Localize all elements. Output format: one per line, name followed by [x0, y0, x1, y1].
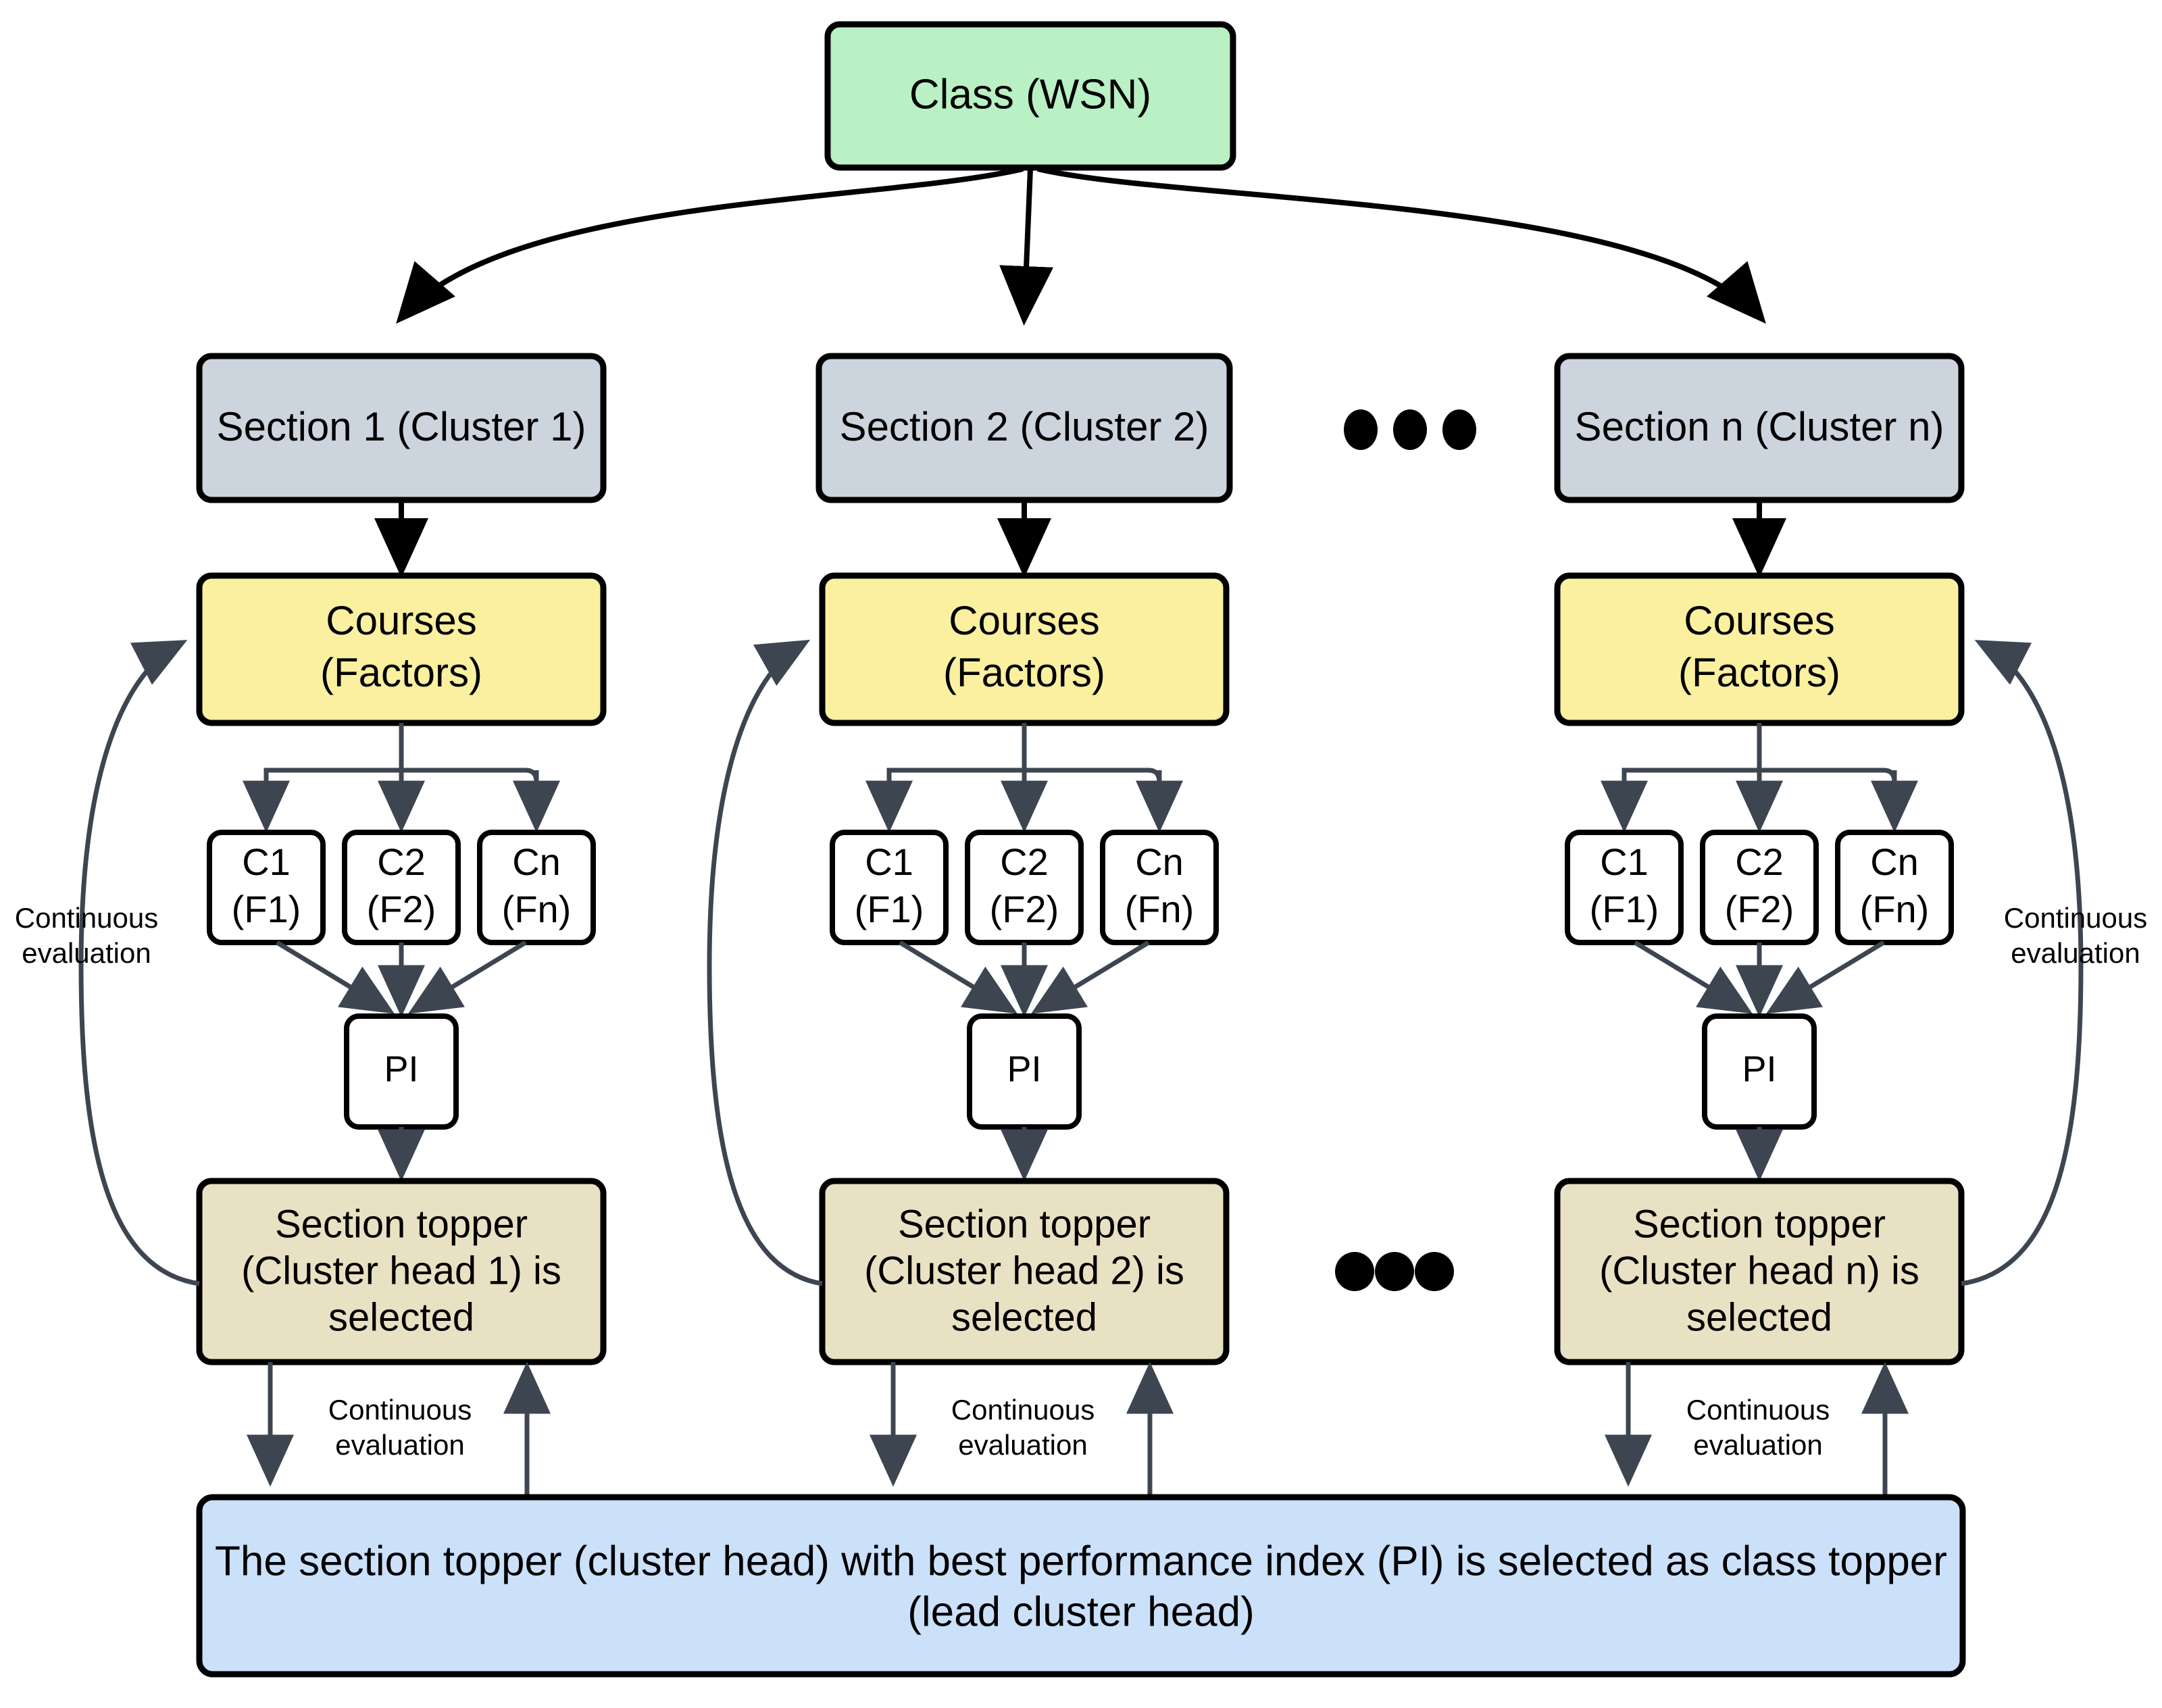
label-continuous-evaluation-bottom-coln-line2: evaluation [1693, 1429, 1822, 1461]
node-pi-col2-label: PI [1007, 1049, 1041, 1089]
node-factor-cn-col2-line1: Cn [1135, 840, 1184, 883]
node-factor-c2-col1-line2: (F2) [367, 888, 436, 930]
node-final-class-topper-line1: The section topper (cluster head) with b… [215, 1538, 1947, 1584]
node-factor-c1-coln[interactable]: C1 (F1) [1565, 830, 1684, 945]
node-section-topper-1-line1: Section topper [275, 1202, 528, 1246]
node-section-2-label: Section 2 (Cluster 2) [840, 404, 1209, 449]
node-section-topper-1[interactable]: Section topper (Cluster head 1) is selec… [196, 1178, 607, 1365]
node-courses-1-label-line1: Courses [326, 598, 476, 643]
node-pi-coln[interactable]: PI [1702, 1013, 1817, 1130]
node-factor-c1-col2-line2: (F1) [855, 888, 924, 930]
node-factor-c2-col2[interactable]: C2 (F2) [965, 830, 1084, 945]
node-final-class-topper-line2: (lead cluster head) [907, 1588, 1255, 1635]
node-section-topper-n-line1: Section topper [1633, 1202, 1886, 1246]
edge-courses-2-fanout [865, 723, 1183, 833]
node-factor-cn-col2-line2: (Fn) [1125, 888, 1195, 930]
node-section-topper-1-line3: selected [328, 1295, 474, 1339]
label-continuous-evaluation-side-coln-line2: evaluation [2011, 937, 2140, 969]
label-continuous-evaluation-side-col1-line1: Continuous [15, 902, 158, 934]
node-section-topper-n[interactable]: Section topper (Cluster head n) is selec… [1554, 1178, 1965, 1365]
node-section-n-label: Section n (Cluster n) [1575, 404, 1944, 449]
node-section-topper-2[interactable]: Section topper (Cluster head 2) is selec… [819, 1178, 1230, 1365]
node-factor-c1-col2[interactable]: C1 (F1) [830, 830, 949, 945]
label-continuous-evaluation-side-col1: Continuous evaluation [15, 902, 158, 969]
label-continuous-evaluation-side-col1-line2: evaluation [22, 937, 151, 969]
node-final-class-topper[interactable]: The section topper (cluster head) with b… [196, 1494, 1966, 1678]
node-factor-cn-col1-line1: Cn [512, 840, 561, 883]
node-factor-c2-coln-line2: (F2) [1725, 888, 1794, 930]
ellipsis-toppers-row [1335, 1252, 1454, 1291]
node-courses-1-label-line2: (Factors) [320, 650, 482, 695]
node-courses-n-label-line1: Courses [1684, 598, 1834, 643]
node-courses-n-label-line2: (Factors) [1678, 650, 1840, 695]
node-pi-col1-label: PI [384, 1049, 418, 1089]
label-continuous-evaluation-bottom-col1-line2: evaluation [335, 1429, 464, 1461]
edge-root-to-section-2 [999, 168, 1054, 326]
node-courses-1[interactable]: Courses (Factors) [196, 572, 607, 726]
column-1: Section 1 (Cluster 1) Courses (Factors) [15, 353, 607, 1497]
edge-root-to-section-1 [396, 166, 1024, 324]
ellipsis-sections-row [1344, 409, 1476, 450]
node-section-topper-2-line1: Section topper [898, 1202, 1151, 1246]
node-factor-cn-col1-line2: (Fn) [502, 888, 572, 930]
label-continuous-evaluation-bottom-coln-line1: Continuous [1686, 1394, 1830, 1426]
column-2: Section 2 (Cluster 2) Courses (Factors) … [707, 353, 1233, 1497]
node-factor-c1-coln-line1: C1 [1600, 840, 1649, 883]
edge-root-to-section-n [1037, 166, 1766, 324]
node-factor-cn-coln-line2: (Fn) [1860, 888, 1930, 930]
node-courses-2[interactable]: Courses (Factors) [819, 572, 1230, 726]
label-continuous-evaluation-bottom-col2-line1: Continuous [951, 1394, 1095, 1426]
node-factor-c2-col1[interactable]: C2 (F2) [342, 830, 461, 945]
node-factor-c1-col2-line1: C1 [865, 840, 913, 883]
node-courses-n[interactable]: Courses (Factors) [1554, 572, 1965, 726]
edge-feedback-loop-coln [1961, 640, 2084, 1286]
node-section-topper-2-line3: selected [951, 1295, 1097, 1339]
node-section-topper-1-line2: (Cluster head 1) is [241, 1249, 561, 1292]
node-section-topper-2-line2: (Cluster head 2) is [864, 1249, 1184, 1292]
node-factor-c2-col1-line1: C2 [377, 840, 426, 883]
label-continuous-evaluation-bottom-col1-line1: Continuous [328, 1394, 472, 1426]
node-section-topper-n-line2: (Cluster head n) is [1599, 1249, 1919, 1292]
node-pi-col1[interactable]: PI [344, 1013, 459, 1130]
node-factor-c1-col1-line2: (F1) [232, 888, 301, 930]
edge-feedback-loop-col2 [707, 639, 823, 1286]
node-factor-c1-col1-line1: C1 [242, 840, 291, 883]
node-factor-c1-coln-line2: (F1) [1590, 888, 1659, 930]
edge-factors-to-pi-col1 [276, 940, 527, 1018]
node-factor-c2-coln[interactable]: C2 (F2) [1700, 830, 1819, 945]
node-factor-cn-col1[interactable]: Cn (Fn) [477, 830, 596, 945]
edge-factors-to-pi-col2 [899, 940, 1150, 1018]
node-factor-c2-col2-line2: (F2) [990, 888, 1059, 930]
label-continuous-evaluation-bottom-coln: Continuous evaluation [1686, 1394, 1830, 1461]
node-factor-c1-col1[interactable]: C1 (F1) [207, 830, 326, 945]
label-continuous-evaluation-bottom-col2: Continuous evaluation [951, 1394, 1095, 1461]
node-section-n[interactable]: Section n (Cluster n) [1554, 353, 1965, 503]
edge-courses-n-fanout [1601, 723, 1918, 833]
column-n: Section n (Cluster n) Courses (Factors) … [1554, 353, 2147, 1497]
node-class-wsn[interactable]: Class (WSN) [824, 21, 1236, 171]
edge-factors-to-pi-coln [1634, 940, 1885, 1018]
label-continuous-evaluation-side-coln: Continuous evaluation [2004, 902, 2147, 969]
label-continuous-evaluation-bottom-col1: Continuous evaluation [328, 1394, 472, 1461]
node-pi-col2[interactable]: PI [967, 1013, 1082, 1130]
node-factor-cn-col2[interactable]: Cn (Fn) [1100, 830, 1219, 945]
node-section-1-label: Section 1 (Cluster 1) [217, 404, 586, 449]
node-pi-coln-label: PI [1742, 1049, 1776, 1089]
node-factor-cn-coln-line1: Cn [1870, 840, 1919, 883]
node-class-wsn-label: Class (WSN) [909, 71, 1151, 118]
node-section-2[interactable]: Section 2 (Cluster 2) [815, 353, 1233, 503]
edge-courses-1-fanout [243, 723, 560, 833]
node-section-topper-n-line3: selected [1686, 1295, 1832, 1339]
node-courses-2-label-line1: Courses [949, 598, 1099, 643]
node-section-1[interactable]: Section 1 (Cluster 1) [196, 353, 607, 503]
label-continuous-evaluation-bottom-col2-line2: evaluation [958, 1429, 1087, 1461]
node-factor-cn-coln[interactable]: Cn (Fn) [1835, 830, 1954, 945]
node-factor-c2-coln-line1: C2 [1735, 840, 1784, 883]
node-factor-c2-col2-line1: C2 [1000, 840, 1049, 883]
label-continuous-evaluation-side-coln-line1: Continuous [2004, 902, 2147, 934]
node-courses-2-label-line2: (Factors) [943, 650, 1105, 695]
edge-feedback-loop-col1 [78, 640, 200, 1286]
